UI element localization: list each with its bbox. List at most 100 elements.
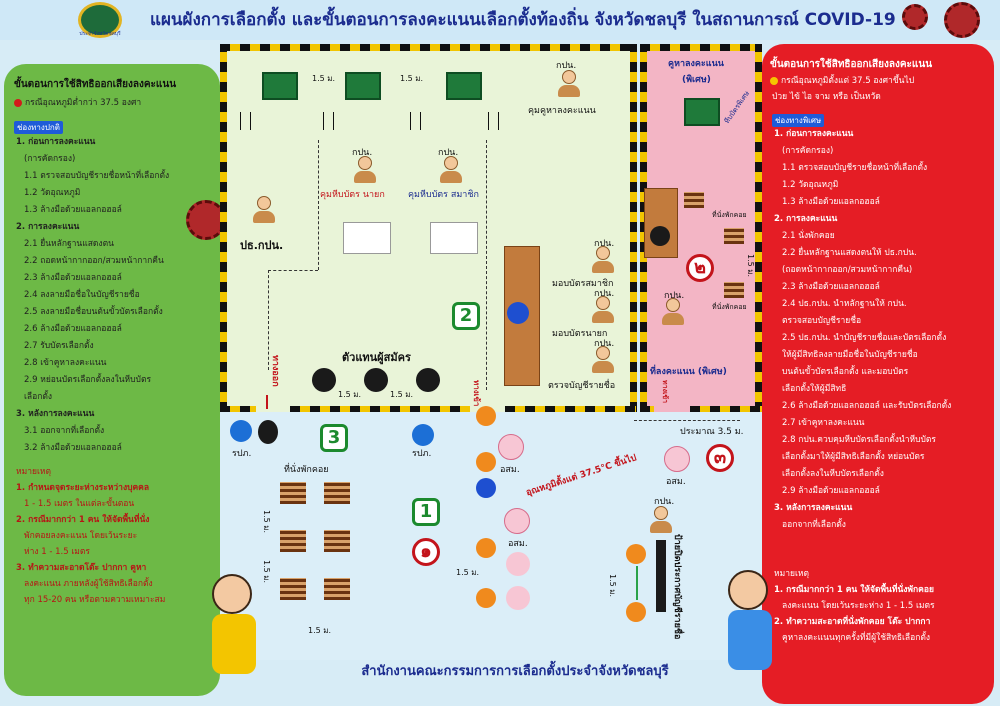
- waiting-label: ที่นั่งพักคอย: [712, 303, 747, 311]
- officer-role: มอบบัตรนายก: [552, 329, 608, 339]
- health-volunteer-label: อสม.: [500, 465, 520, 475]
- procedure-step: 1.3 ล้างมือด้วยแอลกอฮอล์: [782, 197, 880, 207]
- procedure-step: 3. หลังการลงคะแนน: [16, 409, 95, 419]
- distance-label: 1.5 ม.: [400, 74, 424, 83]
- officer-figure: [592, 346, 614, 374]
- security-guard-icon: [230, 420, 252, 442]
- procedure-step: เลือกตั้ง: [24, 392, 53, 402]
- notes-heading: หมายเหตุ: [16, 467, 51, 477]
- candidate-rep-seat-icon: [416, 368, 440, 392]
- guard-label: รปภ.: [232, 449, 252, 459]
- special-booth-title: คูหาลงคะแนน: [668, 59, 724, 69]
- footer-organization: สำนักงานคณะกรรมการการเลือกตั้งประจำจังหว…: [361, 664, 669, 679]
- right-procedure-panel: ขั้นตอนการใช้สิทธิออกเสียงลงคะแนน กรณีอุ…: [762, 44, 994, 704]
- procedure-step: 2.5 ปธ.กปน. นำบัญชีรายชื่อและบัตรเลือกตั…: [782, 333, 947, 343]
- queue-point-icon: [626, 602, 646, 622]
- special-voting-label: ที่ลงคะแนน (พิเศษ): [650, 367, 727, 377]
- dimension-line: [634, 420, 740, 421]
- waiting-seat-icon: [280, 578, 306, 600]
- ballot-box-icon: [345, 72, 381, 100]
- procedure-step: 3. หลังการลงคะแนน: [774, 503, 853, 513]
- voter-list-label: ป้ายปิดประกาศบัญชีรายชื่อ: [672, 534, 682, 640]
- waiting-seat-icon: [724, 228, 744, 244]
- virus-icon: [186, 200, 226, 240]
- step-2-thai-badge: ๒: [686, 254, 714, 282]
- note-line: คูหาลงคะแนนทุกครั้งที่มีผู้ใช้สิทธิเลือก…: [782, 633, 931, 643]
- officer-label: กปน.: [664, 291, 685, 301]
- hazard-border-top: [640, 44, 762, 51]
- procedure-step: 2.6 ล้างมือด้วยแอลกอฮอล์: [24, 324, 122, 334]
- waiting-seat-icon: [280, 530, 306, 552]
- procedure-step: 2.3 ล้างมือด้วยแอลกอฮอล์: [24, 273, 122, 283]
- step-2-badge: 2: [452, 302, 480, 330]
- boy-mascot-icon: [728, 570, 768, 610]
- hazard-border-bottom: [505, 406, 636, 413]
- notes-heading: หมายเหตุ: [774, 569, 809, 579]
- hazard-border-bottom: [690, 406, 762, 413]
- ect-logo-icon: [78, 2, 122, 38]
- route-line: [268, 270, 269, 370]
- procedure-step: 2.7 รับบัตรเลือกตั้ง: [24, 341, 94, 351]
- officer-figure: [440, 156, 462, 184]
- note-line: ทุก 15-20 คน หรือตามความเหมาะสม: [24, 595, 166, 605]
- procedure-step: 2.4 ลงลายมือชื่อในบัญชีรายชื่อ: [24, 290, 140, 300]
- procedure-step: 3.2 ล้างมือด้วยแอลกอฮอล์: [24, 443, 122, 453]
- waiting-seat-icon: [724, 282, 744, 298]
- procedure-step: 3.1 ออกจากที่เลือกตั้ง: [24, 426, 105, 436]
- left-condition: กรณีอุณหภูมิต่ำกว่า 37.5 องศา: [14, 95, 141, 112]
- right-condition-2: ป่วย ไข้ ไอ จาม หรือ เป็นหวัด: [772, 92, 881, 102]
- note-line: 1 - 1.5 เมตร ในแต่ละขั้นตอน: [24, 499, 135, 509]
- candidate-rep-seat-icon: [312, 368, 336, 392]
- distance-label: 1.5 ม.: [262, 560, 271, 584]
- arrow-icon: [410, 112, 411, 130]
- distance-label: 1.5 ม.: [390, 390, 414, 399]
- distance-label: 1.5 ม.: [308, 626, 332, 635]
- hazard-border-left: [640, 44, 647, 412]
- right-notes-list: 1. กรณีมากกว่า 1 คน ให้จัดพื้นที่นั่งพัก…: [774, 569, 990, 646]
- hazard-border-top: [220, 44, 636, 51]
- officer-figure: [650, 506, 672, 534]
- box-guard-label: กปน.: [352, 148, 373, 158]
- procedure-step: (การคัดกรอง): [782, 146, 834, 156]
- waiting-seat-icon: [280, 482, 306, 504]
- exit-label: ทางออก: [270, 355, 280, 387]
- health-volunteer-label: อสม.: [666, 477, 686, 487]
- logo-caption: ประจำจังหวัดชลบุรี: [79, 31, 121, 37]
- thermometer-icon: [506, 552, 530, 576]
- booth-officer-label: กปน.: [556, 61, 577, 71]
- step-1-badge: 1: [412, 498, 440, 526]
- procedure-step: 2.2 ถอดหน้ากากออก/สวมหน้ากากคืน: [24, 256, 164, 266]
- right-condition: กรณีอุณหภูมิตั้งแต่ 37.5 องศาขึ้นไป: [770, 73, 914, 90]
- procedure-step: (การคัดกรอง): [24, 154, 76, 164]
- health-volunteer-icon: [504, 508, 530, 534]
- procedure-step: 2.6 ล้างมือด้วยแอลกอฮอล์ และรับบัตรเลือก…: [782, 401, 952, 411]
- ballot-box-icon: [343, 222, 391, 254]
- waiting-seat-icon: [324, 578, 350, 600]
- hazard-border-right: [755, 44, 762, 412]
- hazard-border-bottom: [290, 406, 470, 413]
- distance-label: 1.5 ม.: [312, 74, 336, 83]
- hazard-border-left: [220, 44, 227, 412]
- procedure-step: 1. ก่อนการลงคะแนน: [16, 137, 96, 147]
- procedure-step: 1.3 ล้างมือด้วยแอลกอฮอล์: [24, 205, 122, 215]
- ballot-box-icon: [446, 72, 482, 100]
- officer-figure: [662, 298, 684, 326]
- hazard-border-right: [630, 44, 637, 412]
- note-line: 1. กำหนดจุดระยะห่างระหว่างบุคคล: [16, 483, 150, 493]
- procedure-step: 1.2 วัดอุณหภูมิ: [24, 188, 81, 198]
- officer-label: กปน.: [654, 497, 675, 507]
- right-steps-list: 1. ก่อนการลงคะแนน(การคัดกรอง)1.1 ตรวจสอบ…: [774, 126, 990, 534]
- procedure-step: 2.7 เข้าคูหาลงคะแนน: [782, 418, 865, 428]
- procedure-step: 1.2 วัดอุณหภูมิ: [782, 180, 839, 190]
- box-guard-label: กปน.: [438, 148, 459, 158]
- procedure-step: 2.3 ล้างมือด้วยแอลกอฮอล์: [782, 282, 880, 292]
- virus-icon: [944, 2, 980, 38]
- procedure-step: 2.8 กปน.ควบคุมหีบบัตรเลือกตั้งนำหีบบัตร: [782, 435, 936, 445]
- procedure-step: 2. การลงคะแนน: [16, 222, 80, 232]
- candidate-rep-seat-icon: [364, 368, 388, 392]
- sanitizer-icon: [650, 226, 670, 246]
- left-steps-list: 1. ก่อนการลงคะแนน(การคัดกรอง)1.1 ตรวจสอบ…: [16, 134, 216, 457]
- chairperson-label: ปธ.กปน.: [240, 239, 284, 252]
- right-panel-heading: ขั้นตอนการใช้สิทธิออกเสียงลงคะแนน: [770, 59, 933, 70]
- note-line: พักคอยลงคะแนน โดยเว้นระยะ: [24, 531, 138, 541]
